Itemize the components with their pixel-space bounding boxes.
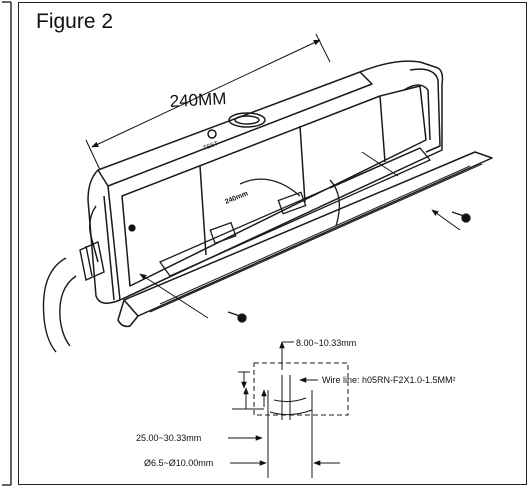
length-label: 240MM	[169, 89, 227, 111]
sheath-strip-label: 25.00~30.33mm	[136, 433, 201, 443]
figure-title: Figure 2	[36, 10, 114, 33]
test-label: TEST	[203, 141, 220, 152]
inner-length-label: 240mm	[224, 190, 249, 206]
cable-gland-icon	[42, 241, 105, 353]
wire-line-label: Wire line: h05RN-F2X1.0-1.5MM²	[322, 375, 456, 385]
cable-diameter-label: Ø6.5~Ø10.00mm	[144, 458, 213, 468]
luminaire-housing	[87, 60, 493, 328]
adjacent-frame-edge	[2, 1, 12, 486]
arrow-icon	[139, 151, 461, 319]
wiring-detail	[230, 341, 349, 478]
screw-icon	[128, 211, 471, 323]
led-driver	[159, 147, 432, 277]
length-dimension	[85, 33, 331, 171]
strip-length-label: 8.00~10.33mm	[296, 338, 356, 348]
